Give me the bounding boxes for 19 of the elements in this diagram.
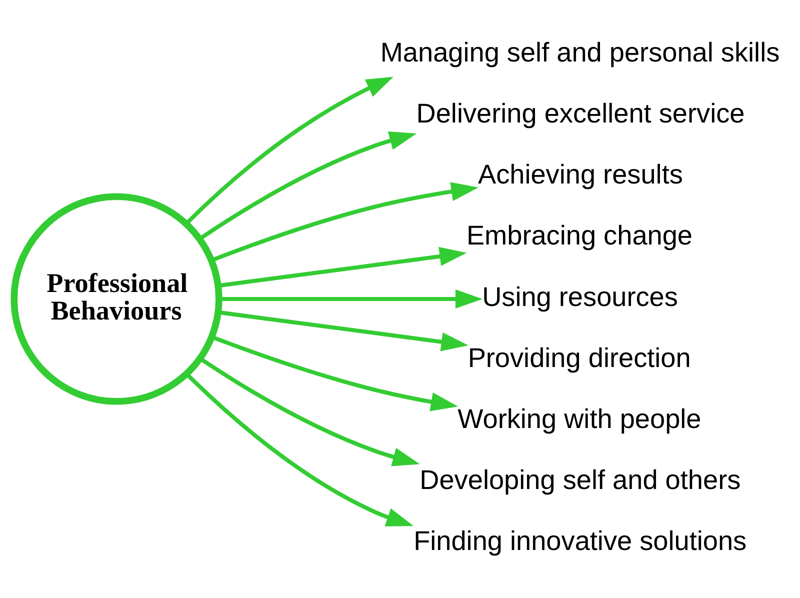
node-text: Working with people: [458, 402, 702, 434]
arrow: [198, 131, 417, 240]
node-text: Finding innovative solutions: [414, 524, 747, 556]
node-text: Embracing change: [466, 220, 693, 251]
node-circle: Professional Behaviours: [10, 193, 222, 405]
node-text: Developing self and others: [420, 464, 741, 495]
arrow: [210, 182, 478, 262]
arrow: [186, 372, 414, 526]
node-text: Delivering excellent service: [416, 98, 745, 129]
arrow: [184, 76, 394, 226]
arrow: [198, 356, 420, 466]
arrow: [211, 335, 458, 412]
arrow: [218, 246, 467, 288]
arrow: [218, 310, 468, 352]
node-text: Providing direction: [468, 342, 691, 373]
node-text: Using resources: [482, 280, 678, 312]
node-text: Achieving results: [478, 158, 683, 190]
arrow: [219, 289, 483, 309]
node-text: Managing self and personal skills: [380, 36, 780, 68]
